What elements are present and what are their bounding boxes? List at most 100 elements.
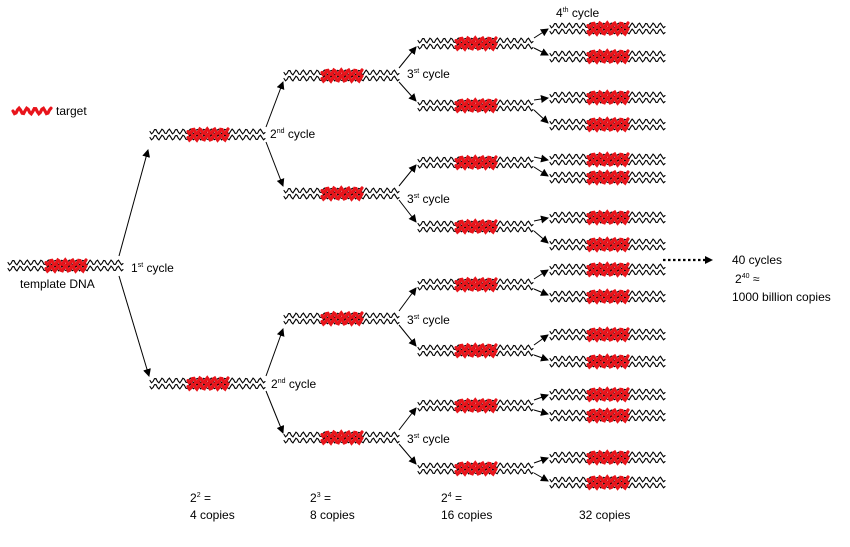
dna-strand	[549, 124, 666, 131]
target-segment	[454, 160, 498, 171]
cycle-3-product-2	[417, 97, 534, 114]
arrow-c4-down-1	[533, 47, 549, 56]
target-segment	[586, 175, 630, 186]
cycle-3-product-7	[417, 397, 534, 414]
cycle-2-product-1	[283, 67, 400, 84]
target-segment	[186, 126, 230, 137]
target-segment	[586, 288, 630, 299]
dna-strand	[283, 318, 400, 325]
cycle-4-product-7	[549, 209, 666, 226]
cycle-4-product-2	[549, 48, 666, 65]
cycle-1-product-bottom	[149, 375, 266, 392]
target-segment	[44, 263, 88, 274]
arrow-c4-up-4	[533, 215, 549, 224]
target-segment	[454, 35, 498, 46]
target-segment	[454, 342, 498, 353]
arrow-c3-up-1	[398, 46, 417, 69]
dna-strand	[549, 361, 666, 368]
target-segment	[586, 54, 630, 65]
count-8-power: 23 =	[310, 491, 331, 505]
arrow-c4-down-2	[533, 109, 549, 124]
target-segment	[320, 429, 364, 440]
count-4-label: 4 copies	[190, 508, 235, 522]
target-segment	[44, 257, 88, 268]
dna-strand	[417, 162, 534, 169]
target-segment	[320, 310, 364, 321]
dna-strand	[417, 468, 534, 475]
dna-strand	[549, 244, 666, 251]
target-segment	[586, 353, 630, 364]
arrow-c4-up-7	[533, 393, 549, 402]
arrow-c3-up-4	[398, 407, 417, 431]
arrow-c4-down-4	[533, 230, 549, 244]
cycle-3-label-1: 3st cycle	[407, 67, 450, 81]
target-segment	[586, 89, 630, 100]
cycle-4-label: 4th cycle	[556, 6, 600, 20]
cycle-4-product-13	[549, 386, 666, 403]
cycle-3-product-6	[417, 342, 534, 359]
template-dna	[7, 257, 124, 274]
count-8-label: 8 copies	[310, 508, 355, 522]
dna-strand	[549, 97, 666, 104]
target-segment	[454, 103, 498, 114]
target-segment	[586, 209, 630, 220]
dna-strand	[549, 217, 666, 224]
cycle-4-product-11	[549, 326, 666, 343]
target-segment	[586, 48, 630, 59]
dna-strand	[549, 159, 666, 166]
arrow-c4-down-6	[533, 353, 549, 362]
target-segment	[586, 261, 630, 272]
target-segment	[586, 20, 630, 31]
cycle-3-product-4	[417, 218, 534, 235]
arrow-c4-down-8	[533, 472, 549, 482]
arrow-c3-up-3	[398, 287, 417, 312]
target-segment	[186, 381, 230, 392]
arrow-c1-down	[118, 275, 151, 377]
cycle-4-product-10	[549, 288, 666, 305]
dna-strand	[549, 56, 666, 63]
dna-strand	[417, 105, 534, 112]
dna-strand	[549, 269, 666, 276]
target-segment	[586, 332, 630, 343]
count-4-power: 22 =	[190, 491, 211, 505]
cycle-4-product-16	[549, 474, 666, 491]
target-segment	[454, 282, 498, 293]
dna-strand	[549, 457, 666, 464]
target-segment	[454, 224, 498, 235]
cycle-3-product-3	[417, 154, 534, 171]
cycle-arrows	[118, 28, 549, 482]
target-segment	[320, 73, 364, 84]
target-segment	[586, 236, 630, 247]
target-segment	[586, 455, 630, 466]
target-segment	[586, 157, 630, 168]
dna-strand	[417, 350, 534, 357]
arrow-c2-top-down	[265, 141, 285, 187]
arrow-c4-down-5	[533, 288, 549, 296]
target-segment	[586, 407, 630, 418]
target-segment	[586, 116, 630, 127]
cycle-4-product-15	[549, 449, 666, 466]
arrow-c3-up-2	[398, 164, 417, 187]
cycle-2-product-2	[283, 185, 400, 202]
cycle-4-product-12	[549, 353, 666, 370]
target-segment	[320, 67, 364, 78]
cycle-4-product-6	[549, 169, 666, 186]
count-16-power: 24 =	[441, 491, 462, 505]
cycle-4-product-4	[549, 116, 666, 133]
target-segment	[586, 151, 630, 162]
target-segment	[586, 122, 630, 133]
dna-strand	[549, 394, 666, 401]
dna-strand	[7, 265, 124, 272]
arrow-c3-down-2	[398, 199, 417, 223]
target-segment	[586, 480, 630, 491]
target-segment	[586, 386, 630, 397]
billion-copies-label: 1000 billion copies	[732, 290, 831, 304]
dna-strand	[417, 226, 534, 233]
target-segment	[454, 397, 498, 408]
dna-strand	[149, 383, 266, 390]
arrow-c2-bot-down	[265, 390, 285, 434]
target-segment	[454, 466, 498, 477]
cycle-3-label-4: 3st cycle	[407, 432, 450, 446]
target-segment	[454, 97, 498, 108]
target-segment	[454, 218, 498, 229]
